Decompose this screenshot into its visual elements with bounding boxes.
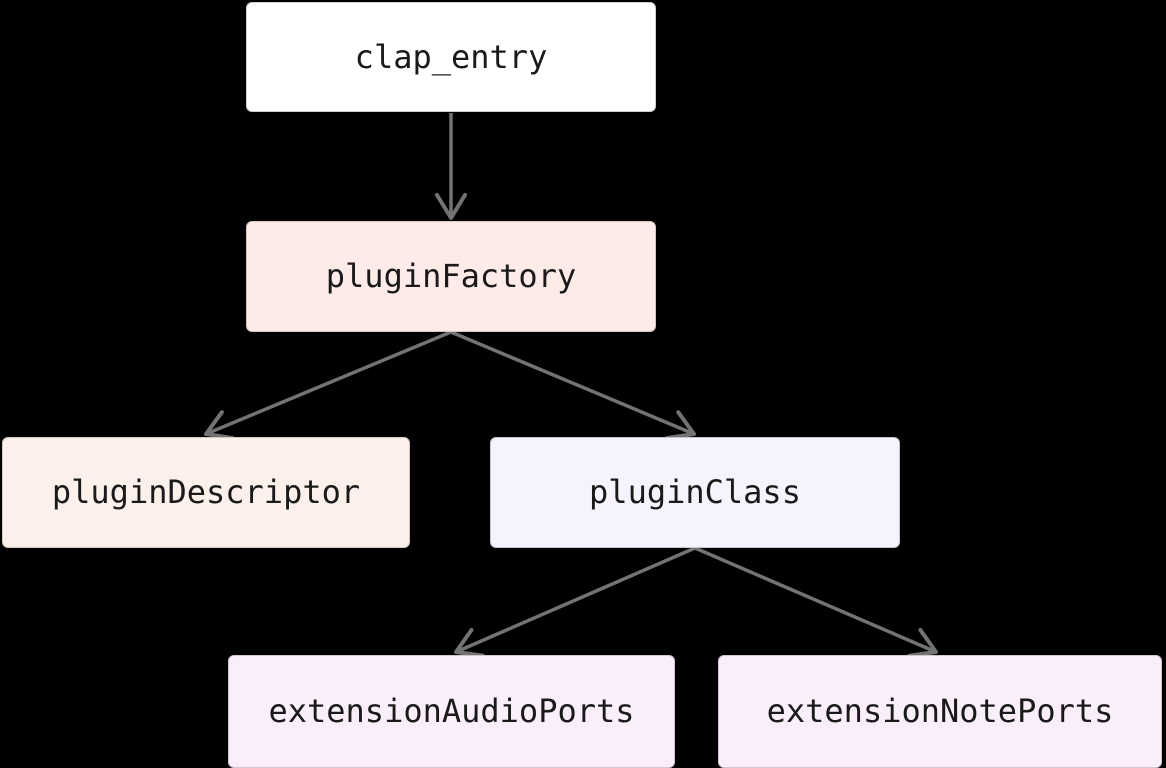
node-extensionNotePorts: extensionNotePorts bbox=[718, 655, 1162, 768]
node-label: clap_entry bbox=[354, 37, 548, 76]
edge-pluginFactory-to-pluginDescriptor bbox=[204, 330, 452, 441]
node-clap_entry: clap_entry bbox=[246, 2, 656, 112]
edge-pluginFactory-to-pluginClass bbox=[450, 330, 696, 441]
node-label: pluginClass bbox=[589, 473, 801, 512]
node-pluginClass: pluginClass bbox=[490, 437, 900, 548]
node-label: extensionNotePorts bbox=[766, 692, 1114, 731]
node-pluginFactory: pluginFactory bbox=[246, 221, 656, 332]
node-pluginDescriptor: pluginDescriptor bbox=[2, 437, 410, 548]
edge-pluginClass-to-extensionAudioPorts bbox=[454, 546, 696, 658]
edge-group bbox=[204, 113, 938, 658]
edge-pluginClass-to-extensionNotePorts bbox=[694, 546, 938, 658]
node-label: extensionAudioPorts bbox=[268, 692, 635, 731]
node-label: pluginDescriptor bbox=[51, 473, 361, 512]
node-label: pluginFactory bbox=[325, 257, 577, 296]
node-extensionAudioPorts: extensionAudioPorts bbox=[228, 655, 675, 768]
